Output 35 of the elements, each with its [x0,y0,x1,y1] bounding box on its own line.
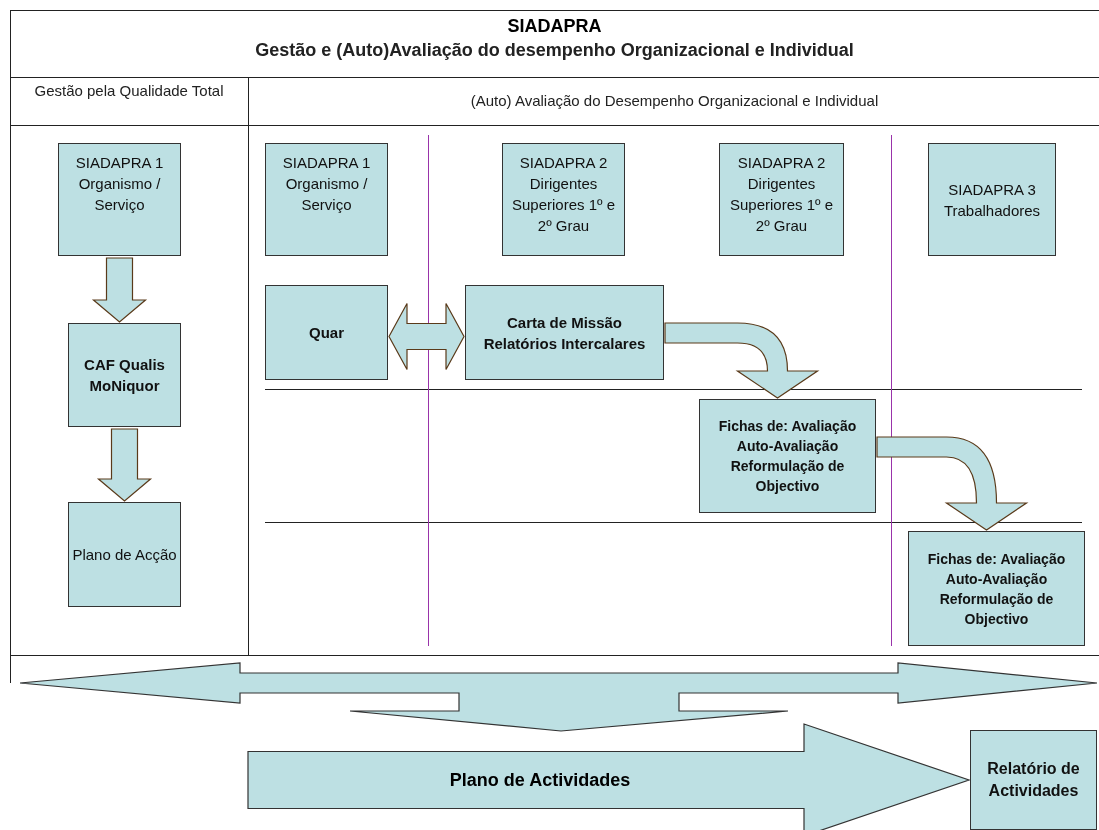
box-text: SIADAPRA 1 Organismo / Serviço [281,153,372,215]
subtitle: Gestão e (Auto)Avaliação do desempenho Organizacional e Individual [254,42,855,59]
column-header: (Auto) Avaliação do Desempenho Organizacional e Individual [469,92,880,109]
process-box [908,531,1085,646]
process-box [699,399,876,513]
title: SIADAPRA [506,16,603,37]
process-box [265,143,388,256]
box-text: SIADAPRA 1 Organismo / Serviço [74,153,165,215]
process-box [265,285,388,380]
column-header: Gestão pela Qualidade Total [33,82,225,99]
process-box [970,730,1097,830]
process-box [719,143,844,256]
box-text: Relatório de Actividades [986,759,1081,801]
block-arrow [247,723,971,830]
box-text: CAF Qualis MoNiquor [83,355,166,396]
box-text: SIADAPRA 3 Trabalhadores [942,179,1042,221]
process-box [68,323,181,427]
block-arrow [664,322,819,399]
process-box [58,143,181,256]
process-box [928,143,1056,256]
box-text: Quar [309,323,344,343]
block-arrow [96,428,153,502]
box-text: Plano de Acção [72,545,177,565]
block-arrow [91,257,148,323]
box-text: Carta de Missão Relatórios Intercalares [482,312,647,354]
box-text: SIADAPRA 2 Dirigentes Superiores 1º e 2º Grau [510,153,616,236]
process-box [68,502,181,607]
block-arrow [876,436,1028,531]
edge-label: Plano de Actividades [449,769,631,791]
box-text: Fichas de: Avaliação Auto-Avaliação Reformulação de Objectivo [717,417,858,496]
box-text: SIADAPRA 2 Dirigentes Superiores 1º e 2º Grau [728,153,834,236]
process-box [502,143,625,256]
process-box [465,285,664,380]
box-text: Fichas de: Avaliação Auto-Avaliação Reformulação de Objectivo [926,549,1067,629]
block-arrow [388,302,465,371]
